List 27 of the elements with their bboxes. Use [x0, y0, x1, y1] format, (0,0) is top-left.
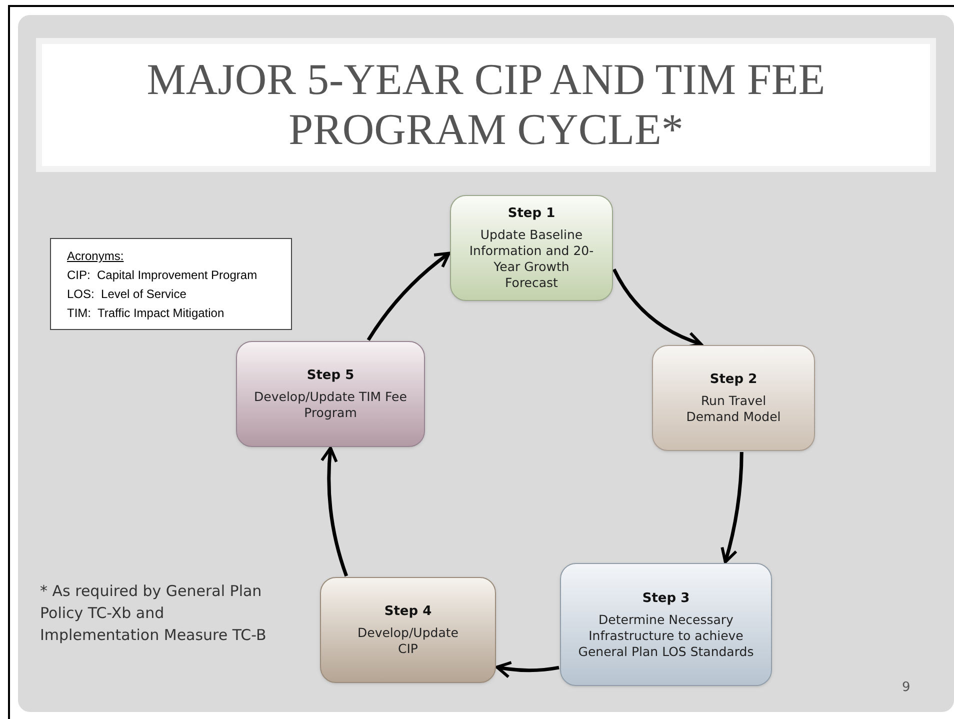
footnote: * As required by General Plan Policy TC-Xb and Implementation Measure TC-B	[40, 581, 268, 646]
title: MAJOR 5-YEAR CIP AND TIM FEE PROGRAM CYCLE*	[146, 55, 826, 155]
step-description: Run Travel Demand Model	[685, 393, 782, 425]
step-description: Update Baseline Information and 20-Year Growth Forecast	[468, 227, 595, 291]
step-heading: Step 1	[508, 205, 556, 223]
step-description: Determine Necessary Infrastructure to achieve General Plan LOS Standards	[577, 612, 755, 660]
page-number: 9	[902, 679, 910, 697]
acronym-definition: CIP: Capital Improvement Program	[67, 267, 258, 284]
step-heading: Step 2	[710, 371, 758, 389]
step-heading: Step 5	[306, 367, 354, 385]
step-box	[450, 195, 613, 301]
step-box	[652, 345, 815, 451]
acronym-definition: LOS: Level of Service	[67, 286, 186, 303]
step-box	[236, 341, 425, 447]
curved-arrow	[496, 660, 560, 678]
acronym-box	[50, 238, 292, 330]
curved-arrow	[366, 252, 450, 341]
step-heading: Step 4	[384, 603, 432, 621]
curved-arrow	[320, 446, 348, 577]
step-description: Develop/Update TIM Fee Program	[253, 389, 408, 421]
step-heading: Step 3	[642, 590, 690, 608]
step-description: Develop/Update CIP	[356, 625, 460, 657]
step-box	[320, 577, 496, 683]
step-box	[560, 563, 772, 686]
acronym-heading: Acronyms:	[67, 248, 124, 265]
acronym-definition: TIM: Traffic Impact Mitigation	[67, 305, 224, 322]
curved-arrow	[720, 452, 744, 564]
